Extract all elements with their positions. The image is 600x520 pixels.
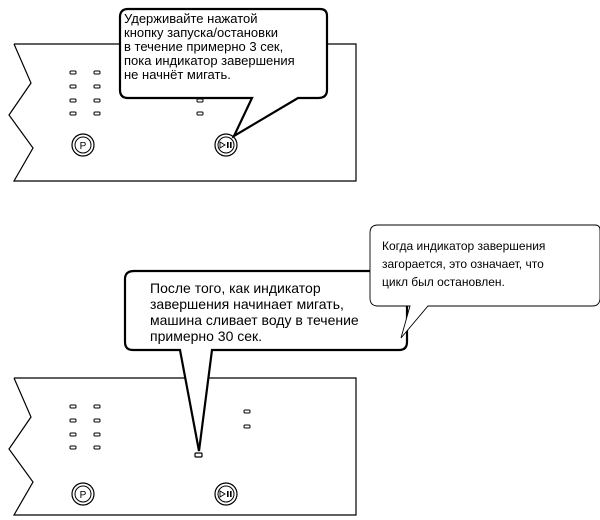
callout-line: завершения начинает мигать, (150, 296, 344, 312)
callout-line: Удерживайте нажатой (124, 11, 258, 26)
callout-line: не начнёт мигать. (124, 67, 231, 82)
completion-indicator (194, 452, 203, 458)
control-panel-bottom (8, 377, 357, 516)
start-stop-button-top[interactable] (214, 133, 238, 157)
callout-line: Когда индикатор завершения (382, 239, 546, 253)
callout-line: цикл был остановлен. (382, 275, 505, 289)
program-button-bottom[interactable]: P (71, 482, 95, 506)
callout-line: кнопку запуска/остановки (124, 25, 279, 40)
program-button-label: P (80, 141, 87, 152)
callout-hold-start-stop-text: Удерживайте нажатой кнопку запуска/остан… (124, 12, 295, 82)
control-panel-top (8, 43, 357, 182)
program-button-top[interactable]: P (71, 133, 95, 157)
callout-line: машина сливает воду в течение (150, 312, 359, 328)
callout-line: После того, как индикатор (150, 280, 321, 296)
start-stop-button-bottom[interactable] (214, 482, 238, 506)
indicator-grid-right-top (196, 98, 204, 116)
panel-outline (8, 43, 357, 182)
program-button-label: P (80, 490, 87, 501)
indicator-grid-left-bottom (69, 404, 101, 450)
panel-outline-bottom (8, 377, 357, 516)
play-pause-icon (219, 141, 232, 149)
callout-line: примерно 30 сек. (150, 328, 263, 344)
callout-line: в течение примерно 3 сек, (124, 39, 284, 54)
callout-line: пока индикатор завершения (124, 53, 295, 68)
callout-drain-water-text: После того, как индикатор завершения нач… (150, 280, 359, 344)
callout-line: загорается, это означает, что (382, 257, 544, 271)
indicator-grid-left-top (69, 70, 101, 116)
callout-cycle-stopped-text: Когда индикатор завершения загорается, э… (382, 237, 545, 291)
play-pause-icon (219, 490, 232, 498)
indicator-grid-right-bottom (243, 409, 251, 429)
callout-bubble-hold-start-stop (118, 7, 329, 139)
